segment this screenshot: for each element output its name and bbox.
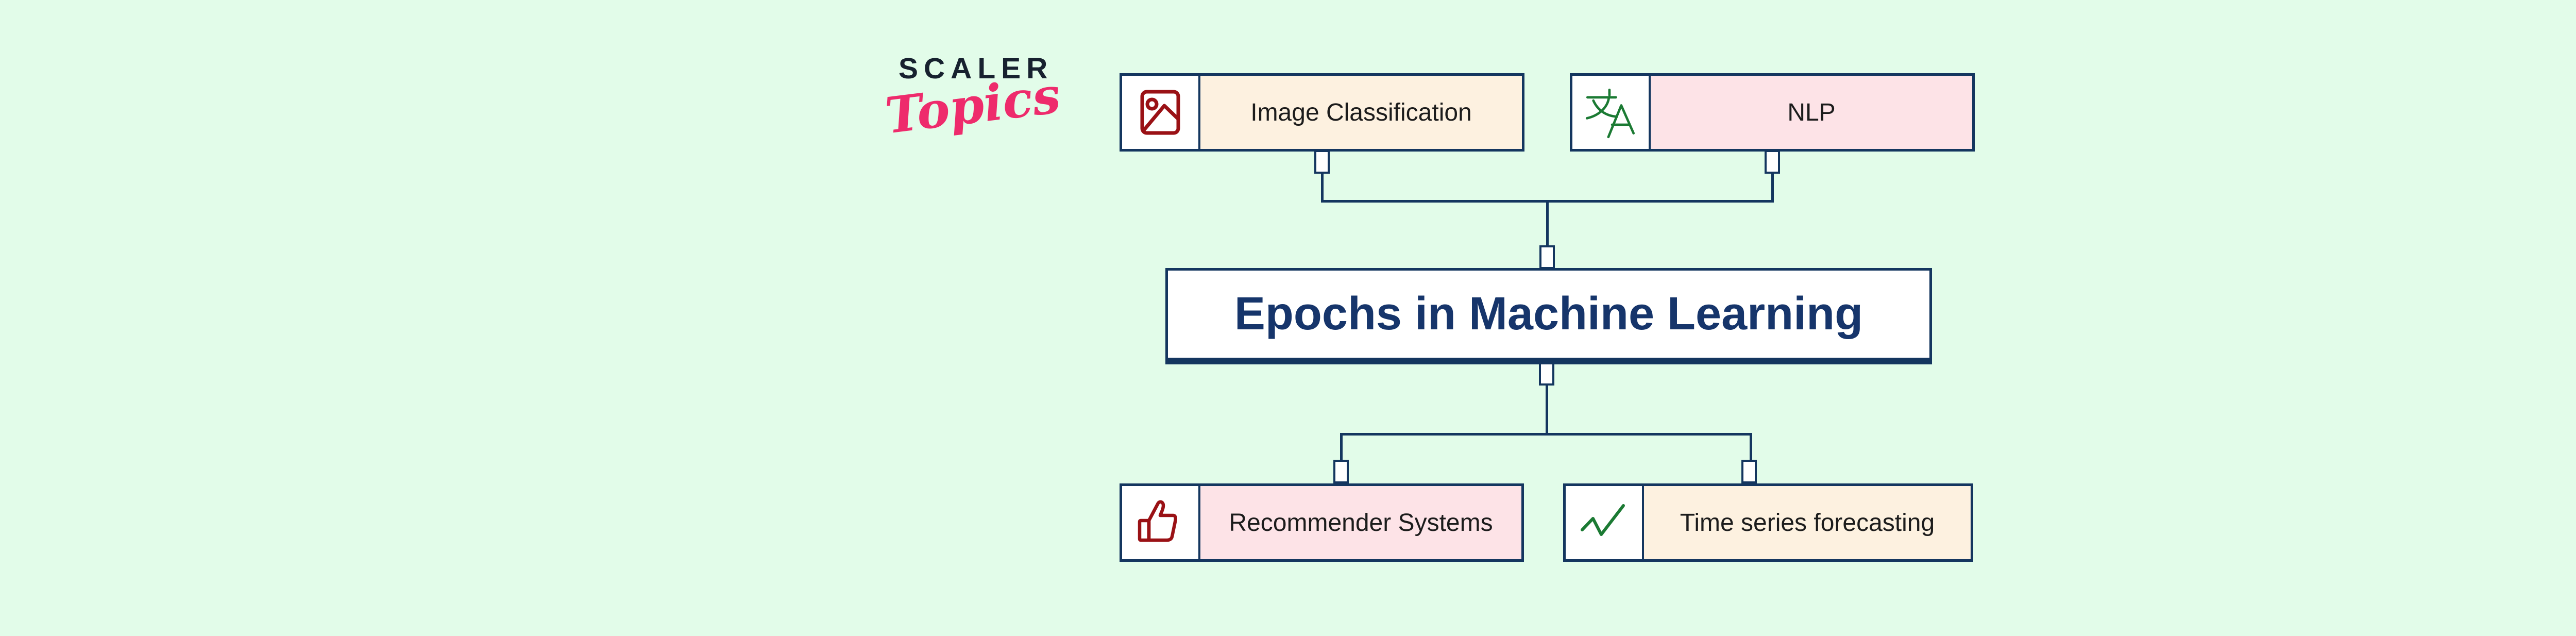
- connector-stub: [1314, 150, 1330, 174]
- connector-line: [1340, 435, 1343, 462]
- trend-line-icon-cell: [1566, 486, 1644, 559]
- node-image-classification: Image Classification: [1120, 73, 1524, 152]
- connector-stub: [1539, 245, 1555, 269]
- node-label: NLP: [1651, 76, 1972, 149]
- connector-line: [1321, 173, 1324, 203]
- connector-stub: [1333, 460, 1349, 483]
- node-epochs-in-machine-learning: Epochs in Machine Learning: [1165, 268, 1932, 364]
- connector-stub: [1765, 150, 1780, 174]
- connector-line: [1546, 202, 1549, 247]
- thumbs-up-icon: [1138, 500, 1178, 542]
- connector-line: [1750, 435, 1752, 462]
- translate-icon-cell: [1572, 76, 1651, 149]
- node-recommender-systems: Recommender Systems: [1120, 483, 1524, 562]
- logo-brand-text: SCALER: [899, 52, 1054, 85]
- center-node-label: Epochs in Machine Learning: [1234, 288, 1863, 340]
- trend-line-icon: [1581, 504, 1625, 536]
- image-icon-cell: [1122, 76, 1200, 149]
- connector-line: [1546, 384, 1548, 436]
- connector-line: [1340, 433, 1752, 436]
- connector-stub: [1741, 460, 1757, 483]
- node-label: Time series forecasting: [1644, 486, 1971, 559]
- translate-icon: [1585, 88, 1635, 139]
- connector-line: [1321, 200, 1774, 203]
- thumbs-up-icon-cell: [1122, 486, 1200, 559]
- node-label: Recommender Systems: [1200, 486, 1521, 559]
- connector-stub: [1539, 362, 1554, 386]
- image-icon: [1140, 90, 1180, 135]
- connector-line: [1771, 173, 1774, 203]
- node-label: Image Classification: [1200, 76, 1522, 149]
- node-nlp: NLP: [1570, 73, 1975, 152]
- scaler-topics-logo: SCALER Topics: [882, 49, 1063, 158]
- node-time-series-forecasting: Time series forecasting: [1563, 483, 1973, 562]
